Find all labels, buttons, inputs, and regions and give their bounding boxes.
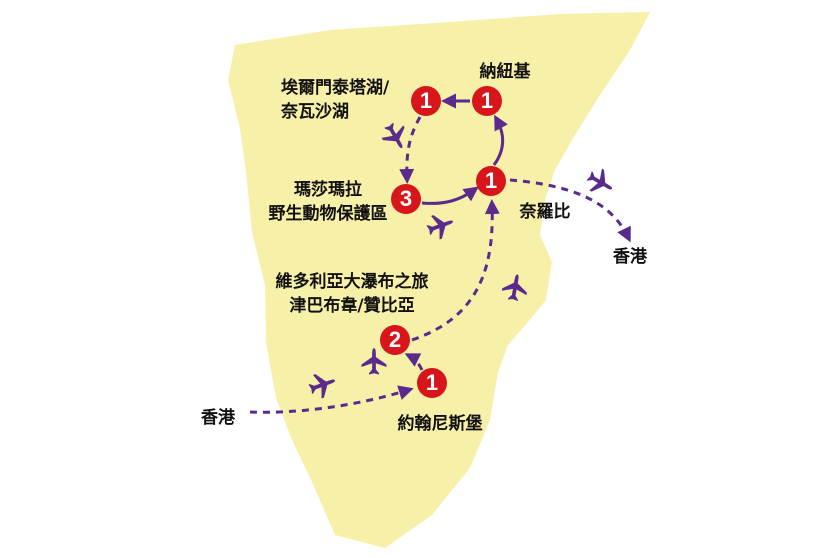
- label-line: 野生動物保護區: [268, 204, 388, 224]
- stop-marker-johannesburg[interactable]: 1: [417, 368, 447, 398]
- label-nairobi: 奈羅比: [519, 202, 571, 222]
- route-johannesburg-falls: [404, 353, 424, 371]
- airplane-icon: [426, 215, 453, 240]
- label-line: 津巴布韋/贊比亞: [289, 296, 415, 316]
- stop-marker-victoria-falls[interactable]: 2: [380, 325, 410, 355]
- label-line: 奈瓦沙湖: [281, 102, 349, 122]
- airplane-icon: [308, 374, 335, 399]
- label-victoria-falls: 維多利亞大瀑布之旅 津巴布韋/贊比亞: [276, 270, 429, 318]
- land-mass: [228, 12, 650, 548]
- stop-marker-nairobi[interactable]: 1: [476, 166, 506, 196]
- stop-marker-lake[interactable]: 1: [411, 86, 441, 116]
- route-lake-masai: [399, 116, 422, 184]
- route-nairobi-nanyuki: [492, 114, 508, 166]
- route-masai-nairobi: [421, 186, 479, 205]
- stop-marker-masai-mara[interactable]: 3: [391, 184, 421, 214]
- airplane-icon: [361, 348, 387, 375]
- label-masai-mara: 瑪莎瑪拉 野生動物保護區: [269, 178, 388, 226]
- airplane-icon: [381, 122, 405, 149]
- label-destination-hong-kong: 香港: [613, 247, 647, 267]
- route-falls-nairobi: [411, 199, 500, 342]
- label-origin-hong-kong: 香港: [201, 408, 235, 428]
- label-line: 維多利亞大瀑布之旅: [275, 272, 429, 292]
- airplane-icon: [586, 168, 613, 192]
- label-line: 埃爾門泰塔湖/: [281, 78, 390, 98]
- label-lake: 埃爾門泰塔湖/ 奈瓦沙湖: [281, 76, 389, 124]
- route-hk-johannesburg: [249, 385, 414, 414]
- stop-marker-nanyuki[interactable]: 1: [472, 86, 502, 116]
- route-nairobi-hk: [509, 178, 631, 243]
- label-line: 瑪莎瑪拉: [294, 180, 362, 200]
- label-johannesburg: 約翰尼斯堡: [397, 414, 483, 434]
- label-nanyuki: 納紐基: [479, 62, 531, 82]
- airplane-icon: [501, 274, 527, 302]
